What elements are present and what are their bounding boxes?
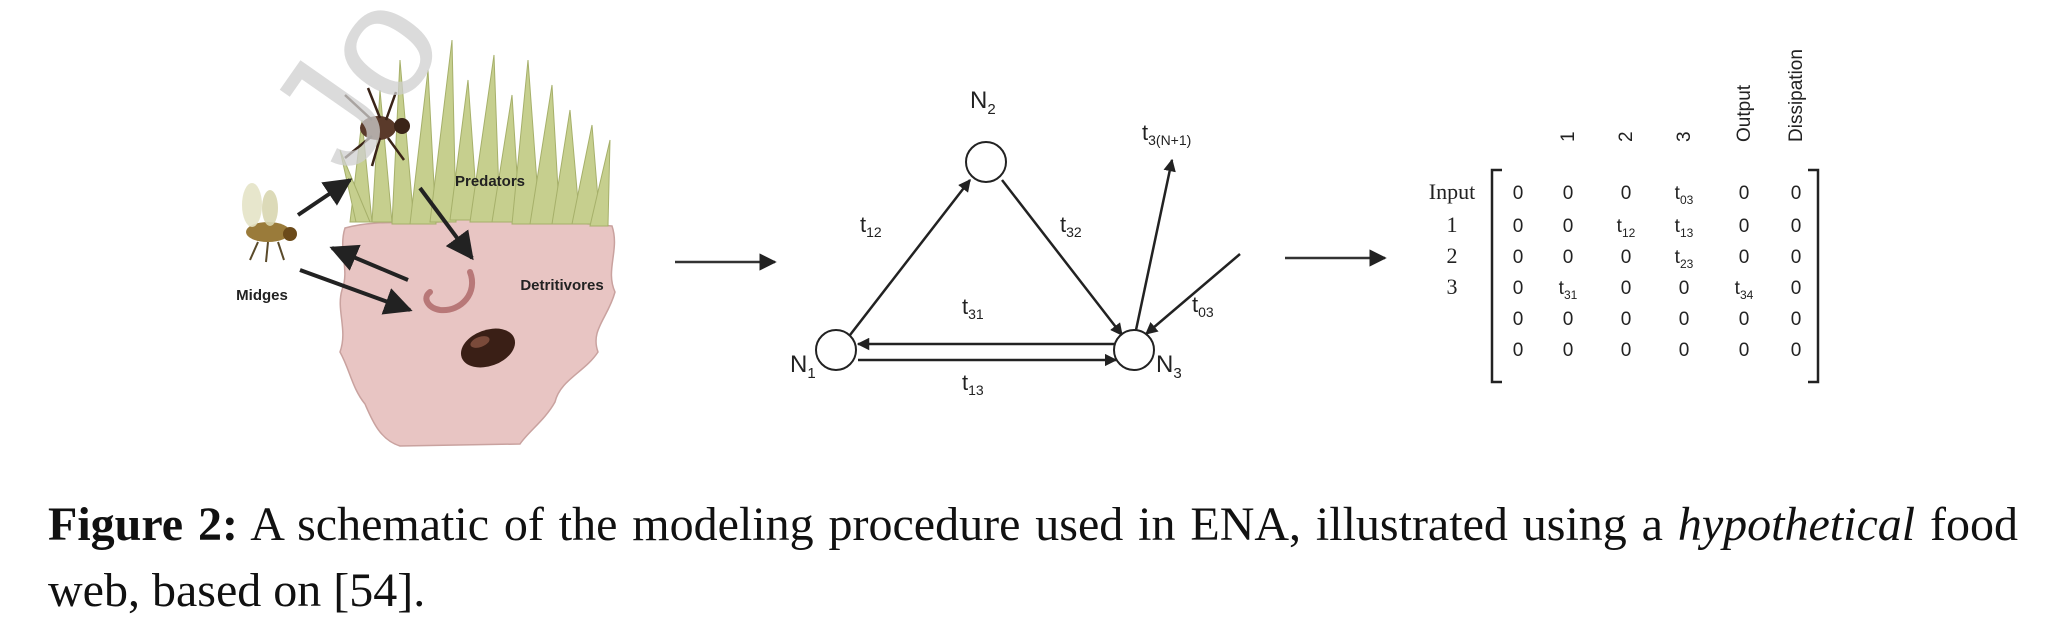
matrix-cell: 0 — [1739, 340, 1750, 361]
matrix-cell: 0 — [1621, 183, 1632, 204]
label-t32: t32 — [1060, 212, 1082, 240]
matrix-row-label: Input — [1429, 179, 1475, 204]
label-t3out: t3(N+1) — [1142, 120, 1191, 148]
matrix-cell: t03 — [1675, 183, 1694, 207]
edge-t03 — [1145, 253, 1241, 335]
caption-text-before: A schematic of the modeling procedure us… — [237, 498, 1678, 551]
matrix-cell: 0 — [1679, 340, 1690, 361]
node-n3 — [1113, 329, 1155, 371]
node-n2 — [965, 141, 1007, 183]
edge-t12 — [849, 179, 971, 336]
matrix-column-header: 3 — [1674, 131, 1695, 142]
matrix-cell: 0 — [1513, 183, 1524, 204]
food-web-illustration: Predators Detritivores Midges — [236, 39, 616, 447]
matrix-cell: t13 — [1675, 216, 1694, 240]
arrow-midges-to-detritivores — [299, 268, 413, 315]
matrix-cell: t31 — [1559, 278, 1578, 302]
matrix-cell: 0 — [1621, 309, 1632, 330]
matrix-cell: 0 — [1791, 309, 1802, 330]
matrix-column-header: 1 — [1558, 131, 1579, 142]
label-detritivores: Detritivores — [520, 277, 603, 294]
matrix-cell: 0 — [1739, 247, 1750, 268]
edge-t3out — [1134, 158, 1176, 331]
matrix-right-bracket — [1808, 168, 1820, 384]
matrix-left-bracket — [1490, 168, 1502, 384]
flow-matrix: 1 2 3 Output Dissipation Input 1 2 3 0 0 0 t03 0 0 0 0… — [1429, 49, 1820, 384]
label-predators: Predators — [455, 173, 525, 190]
matrix-cell: 0 — [1621, 278, 1632, 299]
midge-icon — [242, 183, 297, 263]
label-n1: N1 — [790, 351, 816, 382]
matrix-column-header: Output — [1734, 84, 1755, 142]
matrix-cell: 0 — [1791, 216, 1802, 237]
beetle-icon — [460, 328, 516, 368]
matrix-column-header: 2 — [1616, 131, 1637, 142]
matrix-cell: 0 — [1513, 340, 1524, 361]
matrix-cell: 0 — [1621, 247, 1632, 268]
matrix-cell: 0 — [1739, 183, 1750, 204]
matrix-cell: 0 — [1791, 183, 1802, 204]
matrix-row-label: 1 — [1447, 212, 1458, 237]
caption-label: Figure 2: — [48, 498, 238, 551]
matrix-cell: 0 — [1563, 216, 1574, 237]
matrix-cell: 0 — [1679, 278, 1690, 299]
matrix-cell: t34 — [1735, 278, 1754, 302]
matrix-cell: t12 — [1617, 216, 1636, 240]
matrix-row-label: 2 — [1447, 243, 1458, 268]
network-diagram: N1 N2 N3 t12 t32 t31 t13 t03 t3(N+1) — [790, 87, 1241, 398]
caption-italic: hypothetical — [1677, 498, 1916, 551]
label-t12: t12 — [860, 212, 882, 240]
edge-t32 — [1001, 179, 1123, 336]
label-t03: t03 — [1192, 292, 1214, 320]
matrix-cell: 0 — [1563, 309, 1574, 330]
matrix-cell: 0 — [1563, 340, 1574, 361]
label-t13: t13 — [962, 370, 984, 398]
figure-panel: Predators Detritivores Midges Jo N1 N2 N… — [233, 0, 1820, 447]
grass — [339, 39, 611, 227]
matrix-cell: 0 — [1563, 247, 1574, 268]
arrow-predators-to-detritivores — [418, 186, 474, 261]
label-n3: N3 — [1156, 351, 1182, 382]
matrix-column-header: Dissipation — [1786, 49, 1807, 142]
matrix-cell: 0 — [1739, 309, 1750, 330]
arrow-detritivores-to-midges — [329, 244, 409, 282]
arrow-midges-to-predators — [296, 178, 353, 217]
label-t31: t31 — [962, 294, 984, 322]
node-n1 — [815, 329, 857, 371]
caption-text-after: food web, based on [54]. — [48, 498, 2018, 617]
matrix-cell: 0 — [1791, 278, 1802, 299]
worm-icon — [423, 269, 475, 314]
matrix-cell: 0 — [1791, 247, 1802, 268]
matrix-row-label: 3 — [1447, 274, 1458, 299]
matrix-cell: 0 — [1791, 340, 1802, 361]
label-n2: N2 — [970, 87, 996, 118]
matrix-cell: 0 — [1513, 278, 1524, 299]
label-midges: Midges — [236, 287, 288, 304]
matrix-cell: t23 — [1675, 247, 1694, 271]
soil-block — [339, 217, 616, 447]
matrix-cell: 0 — [1621, 340, 1632, 361]
figure-caption: Figure 2: A schematic of the modeling pr… — [48, 492, 2018, 624]
matrix-cell: 0 — [1513, 216, 1524, 237]
matrix-cell: 0 — [1739, 216, 1750, 237]
matrix-cell: 0 — [1513, 247, 1524, 268]
matrix-cell: 0 — [1679, 309, 1690, 330]
matrix-cell: 0 — [1563, 183, 1574, 204]
spider-icon — [344, 87, 410, 167]
matrix-cell: 0 — [1513, 309, 1524, 330]
